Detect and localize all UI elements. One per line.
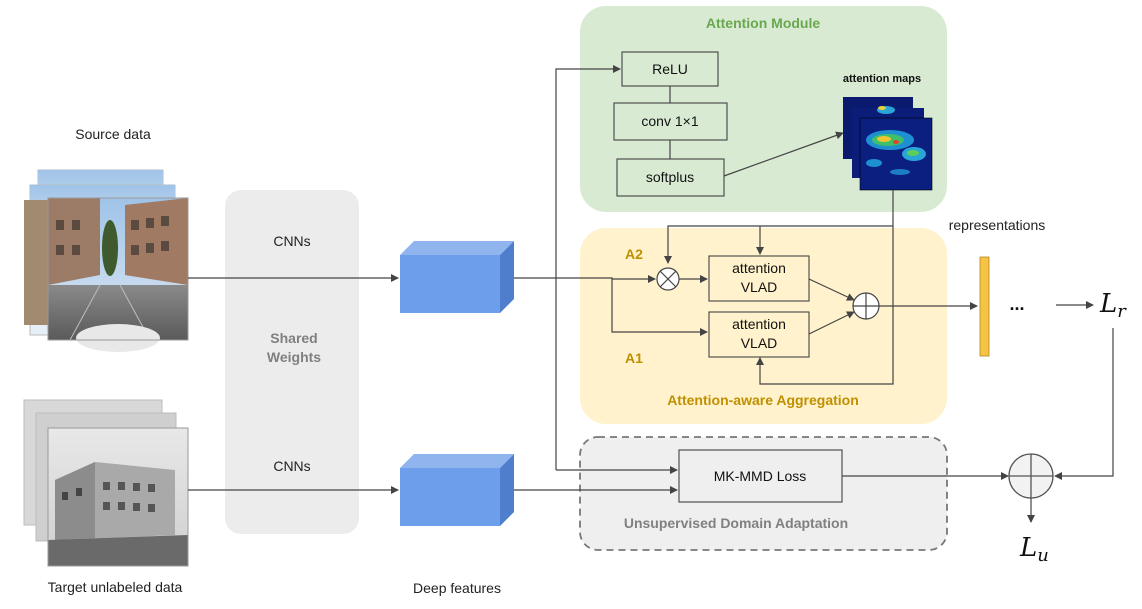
aggregation-title: Attention-aware Aggregation xyxy=(667,392,859,408)
lu-loss: Lu xyxy=(1019,533,1049,566)
arrow-features-to-relu xyxy=(555,65,621,470)
arrow-vlad-bottom-to-sum xyxy=(808,311,855,335)
arrow-softplus-maps xyxy=(723,131,844,177)
line-maps-to-aggregation xyxy=(756,190,894,385)
target-data-label: Target unlabeled data xyxy=(48,579,183,595)
shared-weights-column xyxy=(225,190,359,534)
source-image-stack xyxy=(24,169,189,352)
relu-label: ReLU xyxy=(652,61,688,77)
arrow-features-to-multiply xyxy=(514,275,656,283)
cnns-bottom-label: CNNs xyxy=(273,458,310,474)
feature-cube-top xyxy=(400,241,514,313)
arrow-lr-to-total xyxy=(1054,328,1114,480)
vlad-bottom-line2: VLAD xyxy=(741,335,778,351)
cnns-top-label: CNNs xyxy=(273,233,310,249)
ellipsis-label: ... xyxy=(1009,294,1024,314)
vlad-top-line1: attention xyxy=(732,260,786,276)
attention-vlad-bottom xyxy=(708,311,810,358)
feature-cube-bottom xyxy=(400,454,514,526)
deep-features-label: Deep features xyxy=(413,580,501,596)
shared-weights-line1: Shared xyxy=(270,330,317,346)
multiply-node xyxy=(656,267,680,291)
attention-maps-image xyxy=(843,97,933,191)
source-data-label: Source data xyxy=(75,126,151,142)
shared-weights-line2: Weights xyxy=(267,349,321,365)
arrow-vlad-top-to-sum xyxy=(808,278,855,301)
sum-node xyxy=(852,292,880,320)
conv-box xyxy=(613,102,728,141)
mmd-loss-box xyxy=(678,449,843,503)
attention-vlad-top xyxy=(708,255,810,302)
attention-maps-label: attention maps xyxy=(843,73,921,85)
softplus-label: softplus xyxy=(646,169,694,185)
line-maps-to-a2 xyxy=(664,225,893,264)
mmd-loss-label: MK-MMD Loss xyxy=(714,468,807,484)
softplus-box xyxy=(616,158,725,197)
representation-bar xyxy=(979,256,990,357)
relu-box xyxy=(621,51,719,87)
arrow-features-to-vlad-bottom xyxy=(611,279,708,336)
target-image-stack xyxy=(23,399,189,567)
representations-label: representations xyxy=(949,217,1046,233)
vlad-top-line2: VLAD xyxy=(741,279,778,295)
vlad-bottom-line1: attention xyxy=(732,316,786,332)
attention-module-title: Attention Module xyxy=(706,15,821,31)
domain-adaptation-title: Unsupervised Domain Adaptation xyxy=(624,515,848,531)
a1-label: A1 xyxy=(625,350,643,366)
a2-label: A2 xyxy=(625,246,643,262)
lr-loss: Lr xyxy=(1099,289,1127,322)
conv-label: conv 1×1 xyxy=(641,113,698,129)
total-sum-node xyxy=(1008,453,1054,499)
